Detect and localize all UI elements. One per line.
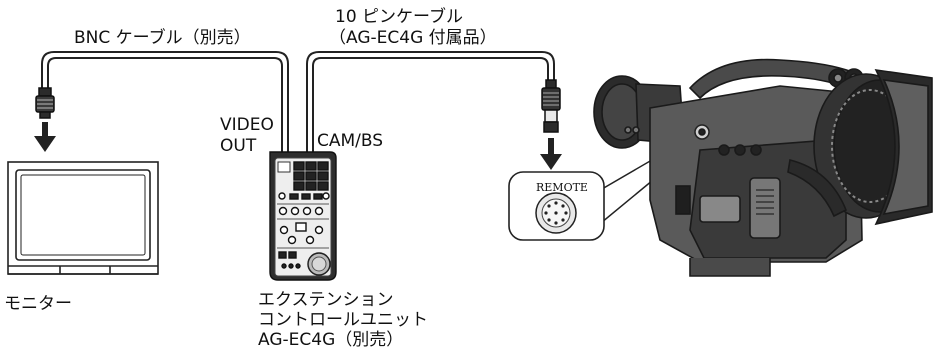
- monitor-icon: [7, 161, 159, 275]
- ten-pin-connector-icon: [541, 79, 561, 133]
- arrow-down-icon: [34, 122, 56, 152]
- video-out-label-line1: VIDEO: [220, 115, 274, 135]
- bnc-connector-icon: [35, 87, 55, 119]
- extension-control-unit-icon: [269, 151, 337, 281]
- remote-port-label: REMOTE: [536, 181, 588, 194]
- extension-unit-label-line2: コントロールユニット: [258, 310, 428, 330]
- ten-pin-cable-label-line1: 10 ピンケーブル: [335, 7, 464, 27]
- bnc-cable-label: BNC ケーブル（別売）: [74, 28, 251, 48]
- arrow-down-icon: [540, 138, 562, 170]
- camera-icon: [593, 58, 933, 277]
- video-out-label-line2: OUT: [220, 136, 257, 156]
- cam-bs-label: CAM/BS: [317, 131, 384, 151]
- ten-pin-cable-line: [306, 51, 555, 152]
- ten-pin-cable-label-line2: （AG-EC4G 付属品）: [329, 28, 497, 48]
- extension-unit-label-line1: エクステンション: [258, 290, 394, 310]
- bnc-cable-line: [41, 51, 289, 152]
- monitor-label: モニター: [4, 294, 72, 314]
- extension-unit-label-line3: AG-EC4G（別売）: [258, 330, 404, 350]
